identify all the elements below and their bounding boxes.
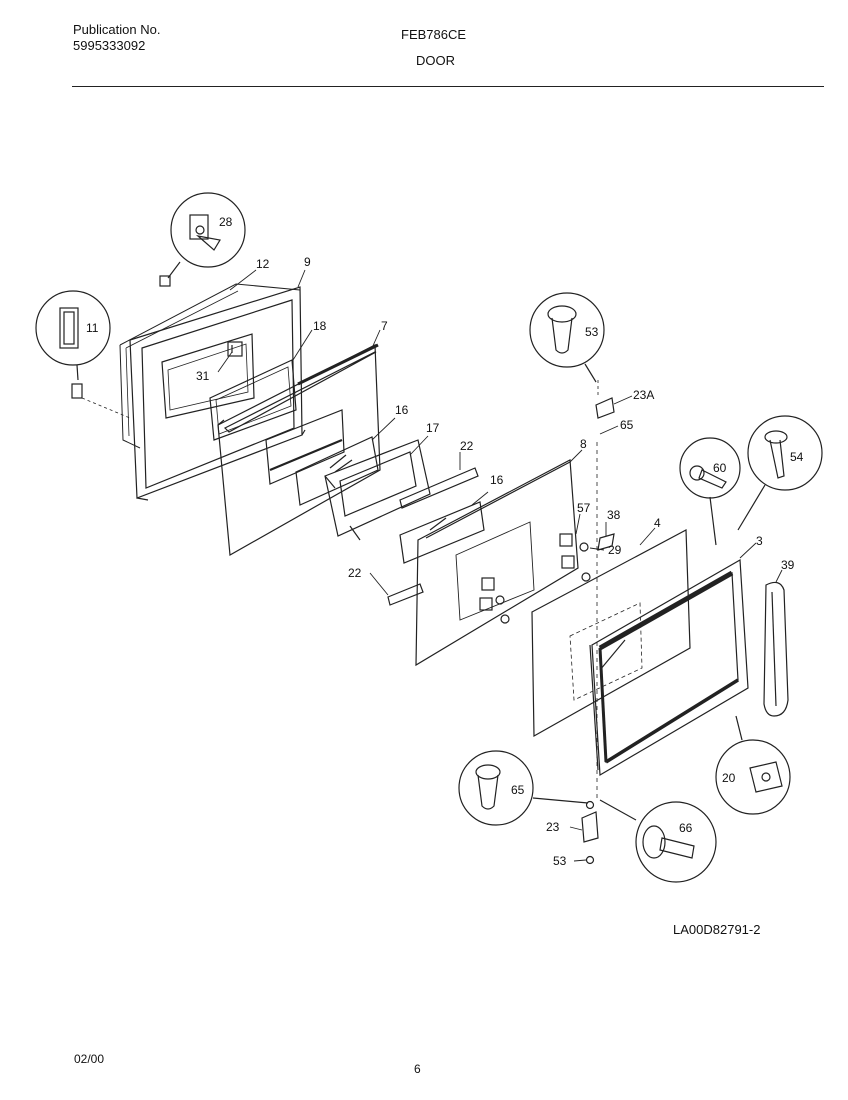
hinge-23 — [581, 800, 599, 865]
door-switch-inset — [35, 290, 131, 419]
hinge-38 — [597, 533, 615, 551]
callout-16-upper: 16 — [395, 403, 409, 417]
door-handle — [763, 581, 789, 717]
callout-53-upper: 53 — [585, 325, 599, 339]
callout-22-upper: 22 — [460, 439, 474, 453]
callout-3: 3 — [756, 534, 763, 548]
publication-label: Publication No. — [73, 22, 161, 37]
screw-66-inset — [599, 799, 717, 883]
callout-65-upper: 65 — [620, 418, 634, 432]
callout-23: 23 — [546, 820, 560, 834]
window-glass-16-lower — [399, 501, 485, 564]
footer-date: 02/00 — [74, 1052, 105, 1066]
section-title: DOOR — [416, 53, 455, 68]
publication-number: 5995333092 — [73, 38, 146, 53]
callout-17: 17 — [426, 421, 440, 435]
page-number: 6 — [414, 1062, 421, 1076]
diagram-code: LA00D82791-2 — [673, 922, 761, 937]
bushing-65-inset — [458, 750, 589, 826]
screw-54-inset — [737, 415, 823, 531]
outer-glass-4 — [531, 529, 691, 738]
window-gasket-18 — [209, 359, 297, 441]
window-glass-16 — [295, 436, 379, 506]
glass-support-22-lower — [387, 583, 424, 606]
door-panel-8 — [415, 459, 591, 667]
inner-liner-panel — [217, 343, 381, 556]
clip-20-inset — [715, 715, 791, 815]
callout-16-lower: 16 — [490, 473, 504, 487]
callout-65-lower: 65 — [511, 783, 525, 797]
callout-12: 12 — [256, 257, 270, 271]
callout-60: 60 — [713, 461, 727, 475]
model-number: FEB786CE — [401, 27, 467, 42]
callout-20: 20 — [722, 771, 736, 785]
callout-38: 38 — [607, 508, 621, 522]
outer-door-frame — [589, 558, 749, 777]
callout-11: 11 — [86, 321, 99, 335]
header-rule — [72, 86, 824, 87]
light-bulb-inset — [159, 192, 246, 287]
glass-bracket-17 — [324, 439, 431, 541]
hinge-23a — [595, 380, 615, 419]
callout-53-lower: 53 — [553, 854, 567, 868]
callout-54: 54 — [790, 450, 804, 464]
callout-22-lower: 22 — [348, 566, 362, 580]
callout-4: 4 — [654, 516, 661, 530]
lamp-socket — [227, 341, 243, 357]
callout-9: 9 — [304, 255, 311, 269]
callout-numbers: 28 12 9 11 18 7 31 16 17 22 16 22 53 23A… — [86, 215, 804, 868]
callout-39: 39 — [781, 558, 795, 572]
screw-60-inset — [679, 437, 741, 546]
leader-lines — [217, 269, 783, 862]
callout-7: 7 — [381, 319, 388, 333]
callout-57: 57 — [577, 501, 591, 515]
callout-18: 18 — [313, 319, 327, 333]
callout-8: 8 — [580, 437, 587, 451]
glass-support-22-upper — [399, 467, 479, 509]
callout-29: 29 — [608, 543, 622, 557]
door-gasket — [119, 283, 301, 449]
callout-28: 28 — [219, 215, 233, 229]
hinge-pin-53-inset — [529, 292, 605, 383]
callout-31: 31 — [196, 369, 210, 383]
callout-66: 66 — [679, 821, 693, 835]
callout-23a: 23A — [633, 388, 654, 402]
